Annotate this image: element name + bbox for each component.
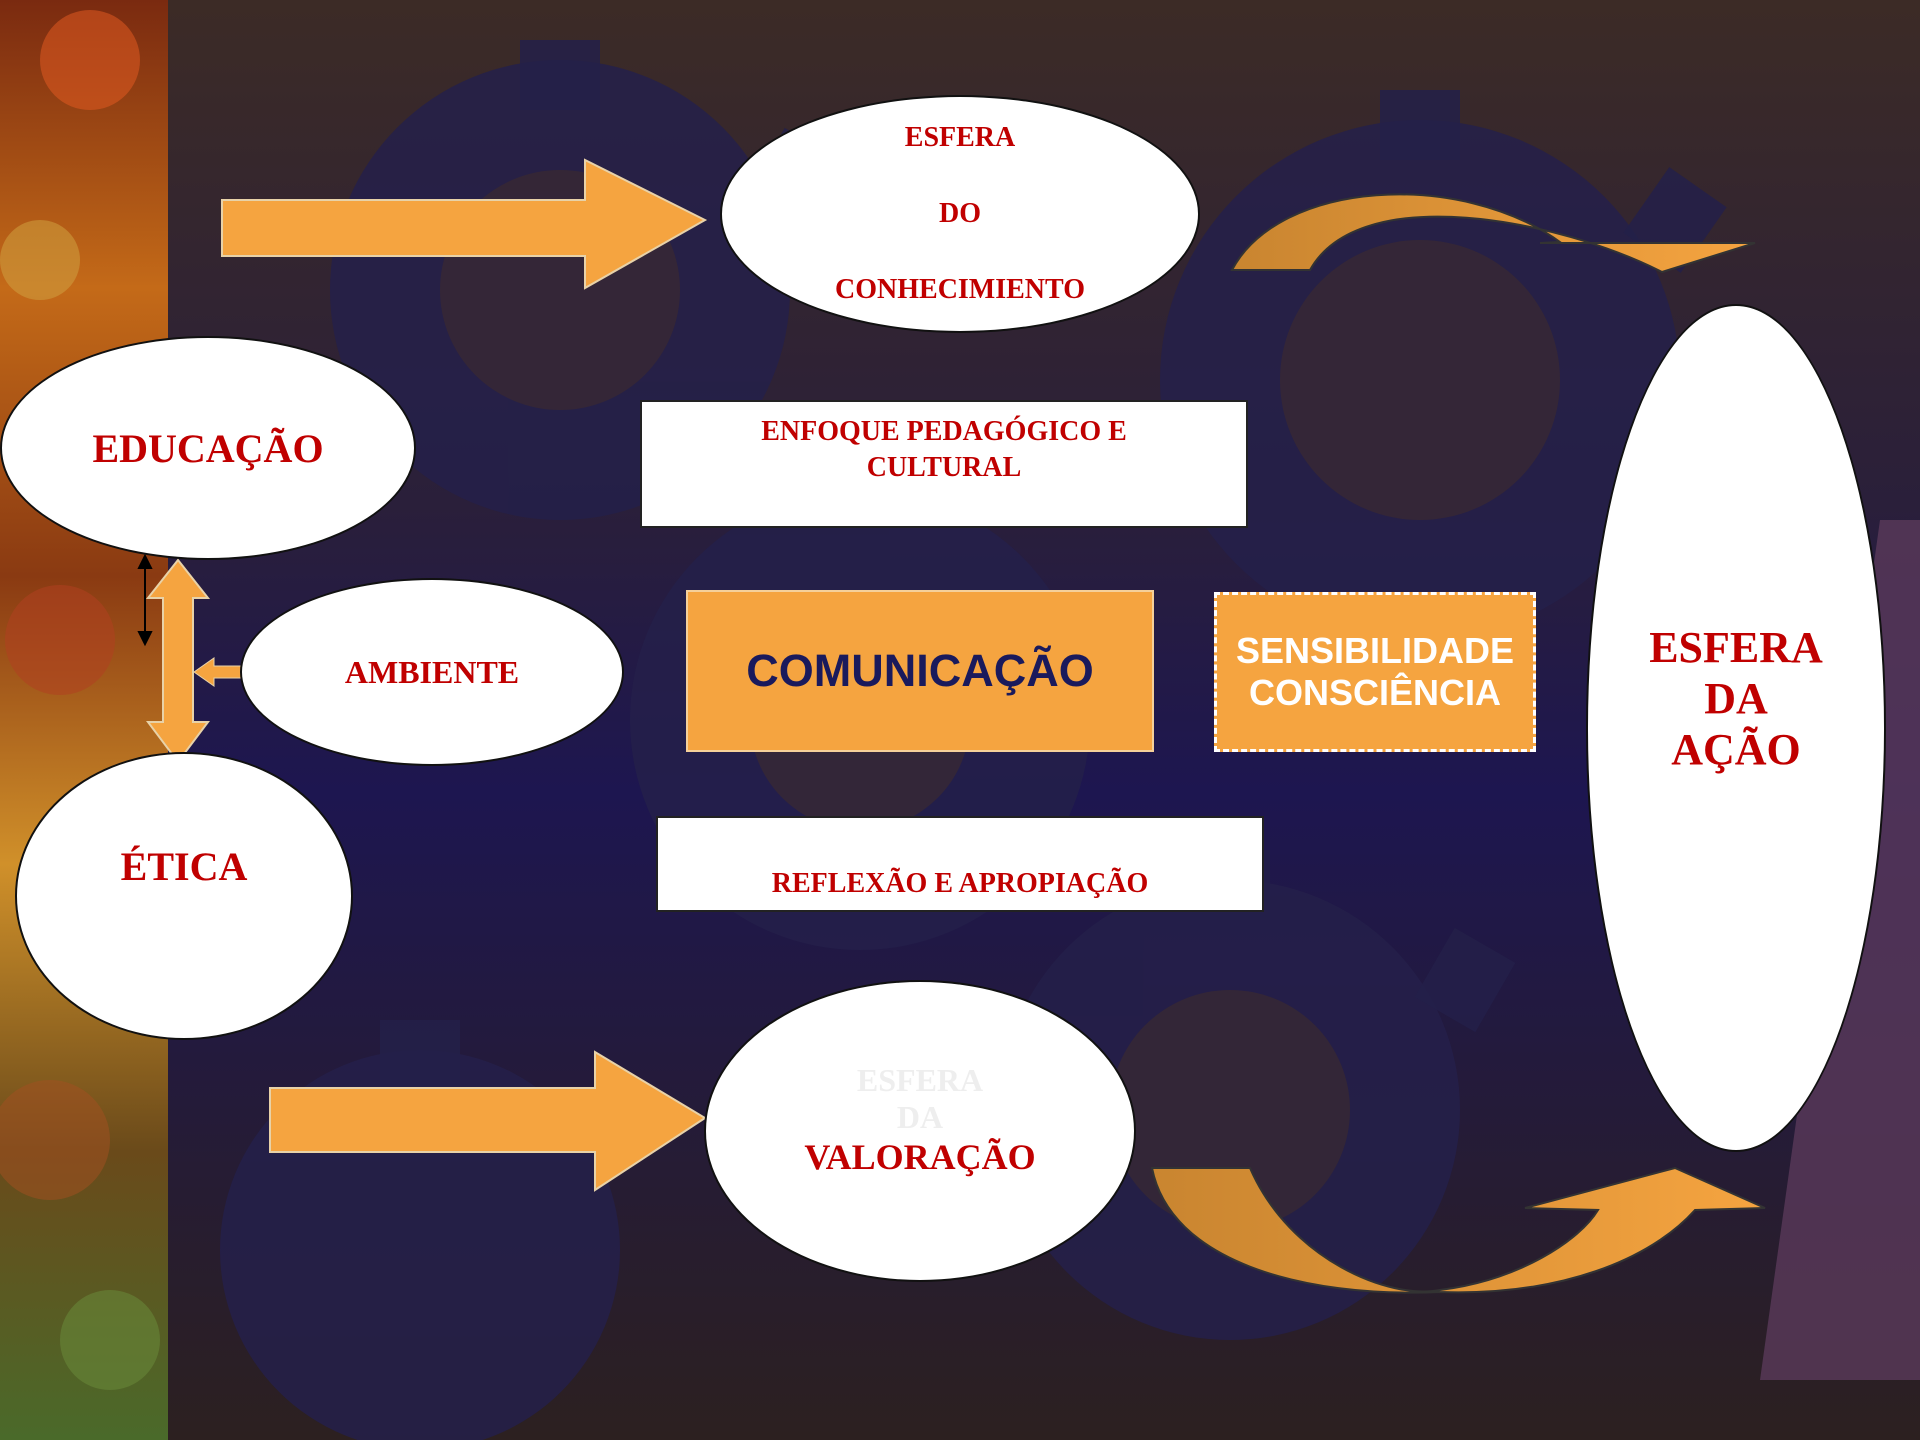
box-comunicacao: COMUNICAÇÃO — [686, 590, 1154, 752]
esfera-conhecimento-line2: DO — [939, 198, 981, 229]
box-sensibilidade: SENSIBILIDADE CONSCIÊNCIA — [1214, 592, 1536, 752]
etica-label: ÉTICA — [120, 843, 248, 889]
esfera-acao-line2: DA — [1704, 673, 1768, 723]
curved-arrow-bottom — [1150, 1166, 1766, 1294]
sensibilidade-line2: CONSCIÊNCIA — [1248, 672, 1502, 713]
curved-arrow-top — [1230, 193, 1756, 274]
esfera-acao-line3: AÇÃO — [1671, 724, 1801, 774]
educacao-label: EDUCAÇÃO — [92, 425, 324, 471]
box-reflexao: REFLEXÃO E APROPIAÇÃO — [656, 816, 1264, 912]
ambiente-label: AMBIENTE — [344, 653, 520, 690]
esfera-valoracao-line1: ESFERA — [856, 1062, 984, 1098]
arrow-to-valoracao — [269, 1050, 707, 1192]
esfera-conhecimento-line1: ESFERA — [904, 122, 1016, 153]
node-esfera-conhecimento: ESFERA DO CONHECIMIENTO — [720, 95, 1200, 333]
node-esfera-valoracao: ESFERA DA VALORAÇÃO — [704, 980, 1136, 1282]
esfera-conhecimento-line3: CONHECIMIENTO — [835, 274, 1085, 305]
decorative-strip — [0, 0, 168, 1440]
node-etica: ÉTICA — [15, 752, 353, 1040]
box-enfoque: ENFOQUE PEDAGÓGICO E CULTURAL — [640, 400, 1248, 528]
esfera-valoracao-line2: DA — [896, 1099, 944, 1135]
enfoque-label: ENFOQUE PEDAGÓGICO E CULTURAL — [761, 416, 1127, 483]
node-educacao: EDUCAÇÃO — [0, 336, 416, 560]
node-esfera-acao: ESFERA DA AÇÃO — [1586, 304, 1886, 1152]
arrow-to-conhecimento — [221, 158, 708, 290]
reflexao-label: REFLEXÃO E APROPIAÇÃO — [771, 868, 1149, 899]
esfera-valoracao-line3: VALORAÇÃO — [804, 1137, 1036, 1177]
sensibilidade-line1: SENSIBILIDADE — [1235, 630, 1515, 671]
node-ambiente: AMBIENTE — [240, 578, 624, 766]
esfera-acao-line1: ESFERA — [1649, 622, 1823, 672]
small-double-arrow — [137, 553, 153, 647]
comunicacao-label: COMUNICAÇÃO — [746, 645, 1094, 696]
